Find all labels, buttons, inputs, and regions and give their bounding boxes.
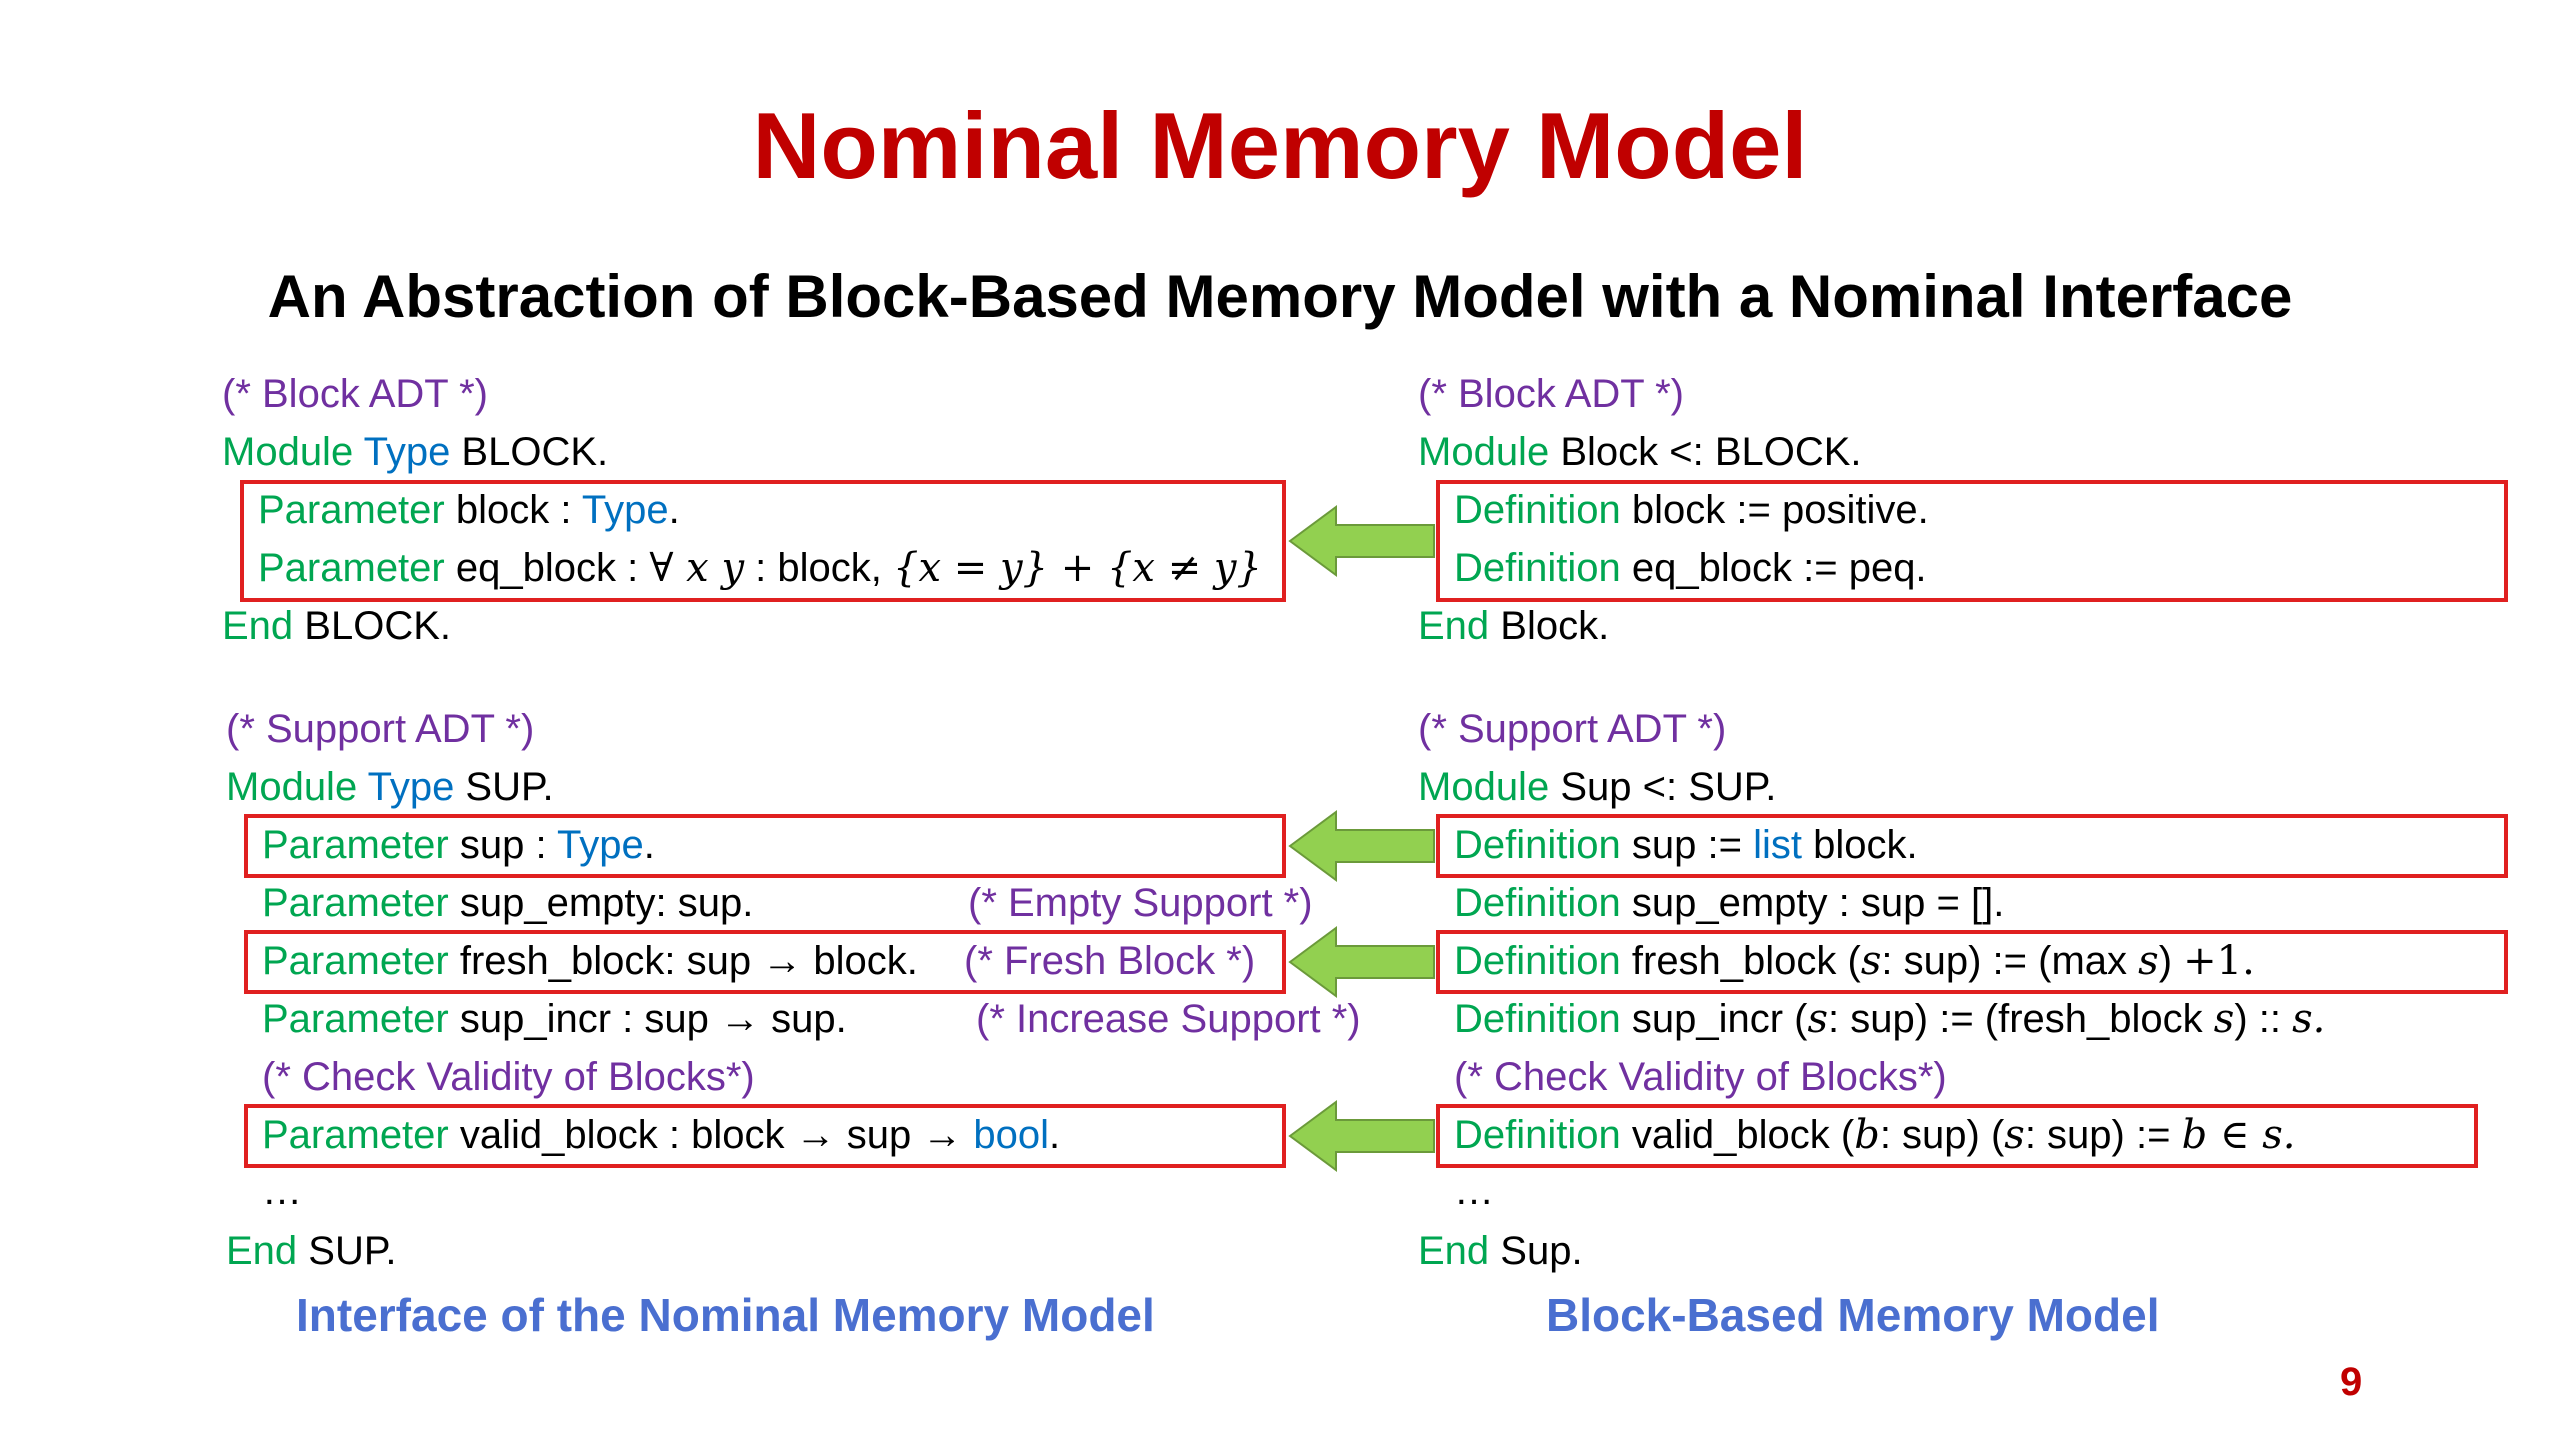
left-param-sup: Parameter sup : Type. xyxy=(262,823,655,867)
left-module-type-block: Module Type BLOCK. xyxy=(222,430,609,474)
left-param-valid-block-box xyxy=(244,1104,1286,1168)
right-def-fresh-block-box xyxy=(1436,930,2508,994)
left-caption: Interface of the Nominal Memory Model xyxy=(296,1289,1155,1341)
slide-subtitle: An Abstraction of Block-Based Memory Mod… xyxy=(267,263,2293,330)
right-end-block: End Block. xyxy=(1418,604,1610,648)
left-empty-support-comment: (* Empty Support *) xyxy=(968,881,1313,925)
arrow-left-fresh-block-icon xyxy=(1288,926,1435,998)
right-module-block: Module Block <: BLOCK. xyxy=(1418,430,1862,474)
right-def-block: Definition block := positive. xyxy=(1454,488,1929,532)
left-param-block: Parameter block : Type. xyxy=(258,488,680,532)
left-module-type-sup: Module Type SUP. xyxy=(226,765,554,809)
right-end-sup: End Sup. xyxy=(1418,1229,1583,1273)
right-def-sup-box xyxy=(1436,814,2508,878)
left-ellipsis: … xyxy=(262,1169,302,1213)
left-end-block: End BLOCK. xyxy=(222,604,452,648)
left-support-adt-comment: (* Support ADT *) xyxy=(226,707,535,751)
right-block-defs-box xyxy=(1436,480,2508,602)
left-fresh-block-comment: (* Fresh Block *) xyxy=(964,939,1256,983)
right-check-validity-comment: (* Check Validity of Blocks*) xyxy=(1454,1055,1947,1099)
right-support-adt-comment: (* Support ADT *) xyxy=(1418,707,1727,751)
left-param-sup-incr: Parameter sup_incr : sup → sup. xyxy=(262,997,847,1041)
right-def-fresh-block: Definition fresh_block (s: sup) := (max … xyxy=(1454,938,2255,984)
left-block-params-box xyxy=(240,480,1286,602)
left-end-sup: End SUP. xyxy=(226,1229,397,1273)
right-def-valid-block-box xyxy=(1436,1104,2478,1168)
arrow-left-sup-icon xyxy=(1288,810,1435,882)
left-block-adt-comment: (* Block ADT *) xyxy=(222,372,488,416)
right-ellipsis: … xyxy=(1454,1169,1494,1213)
right-def-sup: Definition sup := list block. xyxy=(1454,823,1918,867)
left-param-sup-empty: Parameter sup_empty: sup. xyxy=(262,881,754,925)
right-def-eq-block: Definition eq_block := peq. xyxy=(1454,546,1927,590)
right-def-sup-empty: Definition sup_empty : sup = []. xyxy=(1454,881,2005,925)
right-caption: Block-Based Memory Model xyxy=(1546,1289,2160,1341)
arrow-left-valid-block-icon xyxy=(1288,1100,1435,1172)
left-param-valid-block: Parameter valid_block : block → sup → bo… xyxy=(262,1113,1061,1157)
left-param-eq-block: Parameter eq_block : ∀ x y : block, {x =… xyxy=(258,545,1262,591)
left-param-fresh-block-box xyxy=(244,930,1286,994)
right-block-adt-comment: (* Block ADT *) xyxy=(1418,372,1684,416)
right-def-sup-incr: Definition sup_incr (s: sup) := (fresh_b… xyxy=(1454,996,2326,1042)
arrow-left-block-icon xyxy=(1288,505,1435,577)
left-check-validity-comment: (* Check Validity of Blocks*) xyxy=(262,1055,755,1099)
right-module-sup: Module Sup <: SUP. xyxy=(1418,765,1777,809)
right-def-valid-block: Definition valid_block (b: sup) (s: sup)… xyxy=(1454,1112,2296,1158)
left-increase-support-comment: (* Increase Support *) xyxy=(976,997,1361,1041)
slide-title: Nominal Memory Model xyxy=(752,93,1808,198)
page-number: 9 xyxy=(2340,1360,2363,1404)
left-param-sup-box xyxy=(244,814,1286,878)
left-param-fresh-block: Parameter fresh_block: sup → block. xyxy=(262,939,918,983)
